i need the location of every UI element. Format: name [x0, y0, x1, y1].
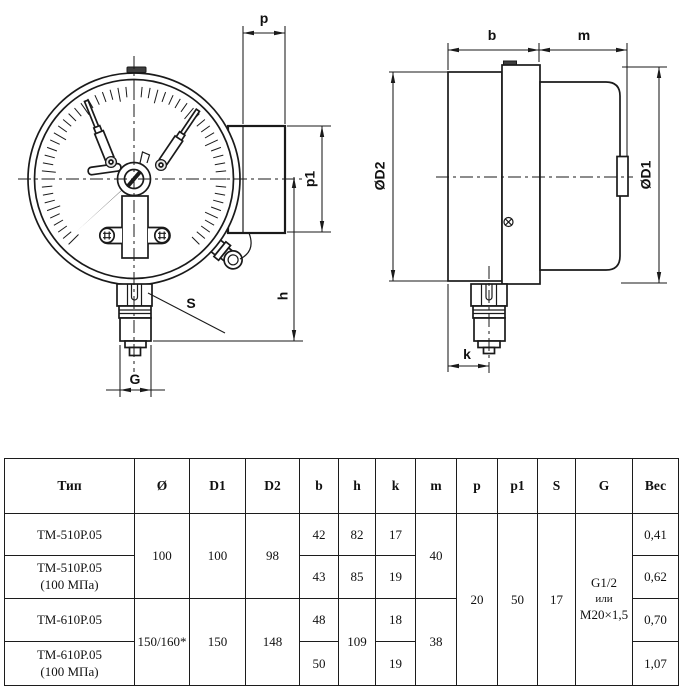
dim-b: b — [447, 27, 540, 70]
dim-k: k — [447, 284, 489, 372]
dial-flange-plate — [501, 64, 541, 285]
top-plug — [126, 66, 147, 73]
cell-d1-610: 150 — [189, 598, 246, 686]
header-d2: D2 — [245, 458, 300, 514]
dim-g: G — [106, 345, 165, 397]
header-m: m — [415, 458, 457, 514]
header-s: S — [537, 458, 576, 514]
boss-screw-right-icon — [153, 227, 171, 244]
cell-g-line1: G1/2 — [591, 575, 617, 591]
table-row: ТМ-510Р.05 100 100 98 42 82 17 40 20 50 … — [4, 513, 679, 686]
cell-d1-510: 100 — [189, 513, 246, 599]
dim-m: m — [539, 27, 628, 156]
dim-label-g: G — [130, 371, 141, 387]
cell-weight: 0,62 — [632, 555, 679, 599]
cell-b: 42 — [299, 513, 339, 556]
cell-m-510: 40 — [415, 513, 457, 599]
cell-k: 18 — [375, 598, 416, 642]
header-g: G — [575, 458, 633, 514]
dial-scale-ticks — [41, 86, 227, 245]
front-view: p p1 h S G — [18, 10, 331, 397]
rear-lug-tab — [616, 155, 629, 197]
table-header-row: Тип Ø D1 D2 b h k m p p1 S G Вес — [4, 458, 679, 514]
cell-g-line2: или — [595, 593, 613, 606]
cell-type-line2: (100 МПа) — [40, 663, 99, 679]
cell-b: 43 — [299, 555, 339, 599]
dim-label-d2: ØD2 — [372, 161, 388, 190]
cell-h-610: 109 — [338, 598, 376, 686]
dim-d1: ØD1 — [621, 66, 667, 284]
cell-b: 50 — [299, 641, 339, 686]
table-row: ТМ-610Р.05 (100 МПа) 50 19 1,07 — [4, 641, 679, 686]
header-d1: D1 — [189, 458, 246, 514]
cell-type: ТМ-610Р.05 (100 МПа) — [4, 641, 135, 686]
setpoint-arm-right — [158, 108, 201, 166]
side-view: b m ØD2 ØD1 — [372, 27, 667, 373]
header-k: k — [375, 458, 416, 514]
dim-d2: ØD2 — [372, 71, 448, 282]
dim-s: S — [147, 292, 226, 334]
boss-screw-left-icon — [98, 227, 116, 244]
dim-p1: p1 — [287, 125, 331, 233]
cell-type: ТМ-510Р.05 (100 МПа) — [4, 555, 135, 599]
movement-plate — [121, 195, 149, 259]
cell-weight: 0,41 — [632, 513, 679, 556]
cell-s: 17 — [537, 513, 576, 686]
case-screw-icon — [503, 216, 514, 228]
dim-label-p: p — [260, 10, 269, 26]
header-b: b — [299, 458, 339, 514]
dim-label-p1: p1 — [302, 171, 318, 188]
cell-type: ТМ-610Р.05 — [4, 598, 135, 642]
header-weight: Вес — [632, 458, 679, 514]
cell-type-line1: ТМ-610Р.05 — [36, 646, 102, 662]
cell-m-610: 38 — [415, 598, 457, 686]
cell-type: ТМ-510Р.05 — [4, 513, 135, 556]
cell-h: 85 — [338, 555, 376, 599]
cell-b: 48 — [299, 598, 339, 642]
header-dia: Ø — [134, 458, 190, 514]
cell-p: 20 — [456, 513, 498, 686]
cell-weight: 0,70 — [632, 598, 679, 642]
drawing-canvas: p p1 h S G — [18, 10, 667, 397]
cell-type-line2: (100 МПа) — [40, 577, 99, 592]
dim-p: p — [242, 10, 286, 124]
cell-k: 19 — [375, 555, 416, 599]
cell-d2-610: 148 — [245, 598, 300, 686]
gland-wire — [239, 232, 252, 260]
cell-weight: 1,07 — [632, 641, 679, 686]
cell-dia-610: 150/160* — [134, 598, 190, 686]
cell-k: 17 — [375, 513, 416, 556]
cell-d2-510: 98 — [245, 513, 300, 599]
cell-k: 19 — [375, 641, 416, 686]
cell-g: G1/2 или M20×1,5 — [575, 513, 633, 686]
dim-label-k: k — [463, 346, 471, 362]
cell-p1: 50 — [497, 513, 538, 686]
dim-label-d1: ØD1 — [638, 160, 654, 189]
rear-case — [539, 81, 621, 271]
hub-hook-detail — [139, 151, 151, 164]
header-h: h — [338, 458, 376, 514]
header-p1: p1 — [497, 458, 538, 514]
cell-h: 82 — [338, 513, 376, 556]
dim-label-h: h — [275, 292, 291, 301]
dim-label-b: b — [488, 27, 497, 43]
cell-type-line1: ТМ-510Р.05 — [36, 560, 102, 576]
table-row: ТМ-510Р.05 (100 МПа) 43 85 19 0,62 — [4, 555, 679, 599]
dim-h: h — [153, 177, 303, 342]
cell-dia-510: 100 — [134, 513, 190, 599]
dim-label-m: m — [578, 27, 590, 43]
header-p: p — [456, 458, 498, 514]
table-row: ТМ-610Р.05 150/160* 150 148 48 109 18 38… — [4, 598, 679, 686]
header-type: Тип — [4, 458, 135, 514]
cell-g-line3: M20×1,5 — [579, 606, 629, 622]
dim-label-s: S — [186, 295, 195, 311]
spec-table: Тип Ø D1 D2 b h k m p p1 S G Вес ТМ-510Р… — [4, 458, 679, 686]
